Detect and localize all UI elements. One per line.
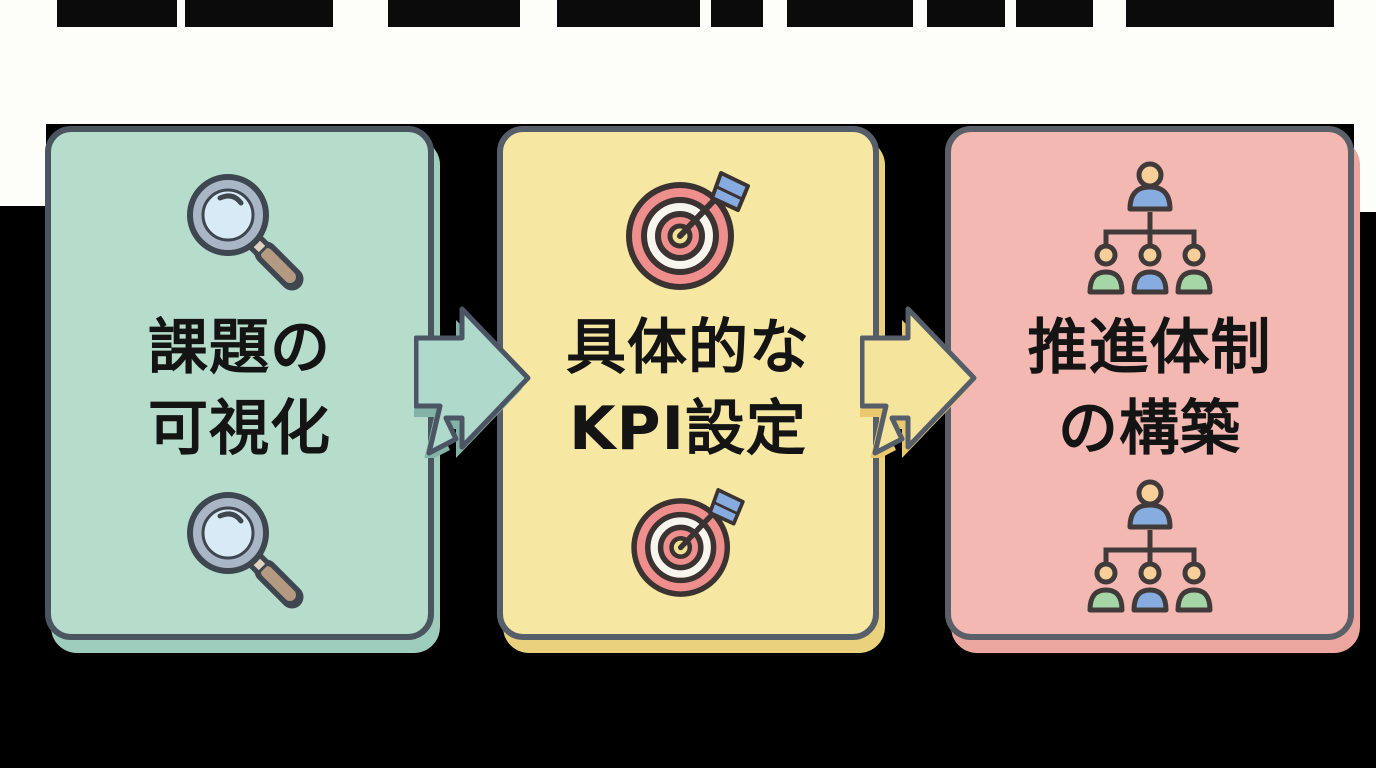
- top-white-band: [0, 0, 1376, 124]
- target-icon: [626, 171, 750, 290]
- step-card-issue-visualization: 課題の 可視化: [45, 126, 434, 640]
- redacted-text-block: [57, 0, 177, 27]
- step-title: 推進体制 の構築: [1028, 308, 1272, 470]
- right-white-margin: [1354, 0, 1376, 212]
- redacted-text-block: [557, 0, 700, 27]
- step-card-kpi-setting: 具体的な KPI設定: [497, 126, 879, 640]
- org-chart-icon: [1087, 479, 1212, 613]
- redacted-text-block: [388, 0, 520, 27]
- step-title-line2: KPI設定: [569, 394, 807, 464]
- redacted-text-block: [1126, 0, 1334, 27]
- redacted-text-block: [1016, 0, 1093, 27]
- step-title-line1: 具体的な: [566, 313, 810, 383]
- step-title-line1: 推進体制: [1027, 313, 1272, 383]
- left-white-margin: [0, 0, 46, 206]
- magnifier-icon: [186, 492, 303, 609]
- org-chart-icon: [1087, 161, 1212, 295]
- step-title: 具体的な KPI設定: [566, 308, 810, 470]
- step-card-promotion-structure: 推進体制 の構築: [945, 126, 1354, 640]
- step-title-line2: の構築: [1058, 394, 1241, 464]
- magnifier-icon: [186, 174, 303, 291]
- step-title-line1: 課題の: [148, 313, 331, 383]
- right-arrow-icon: [414, 306, 531, 458]
- step-title: 課題の 可視化: [148, 308, 331, 470]
- step-title-line2: 可視化: [148, 394, 331, 464]
- redacted-text-block: [185, 0, 333, 27]
- redacted-text-block: [711, 0, 763, 27]
- target-icon: [631, 488, 745, 597]
- right-arrow-icon: [860, 306, 977, 458]
- redacted-text-block: [787, 0, 913, 27]
- redacted-text-block: [927, 0, 1005, 27]
